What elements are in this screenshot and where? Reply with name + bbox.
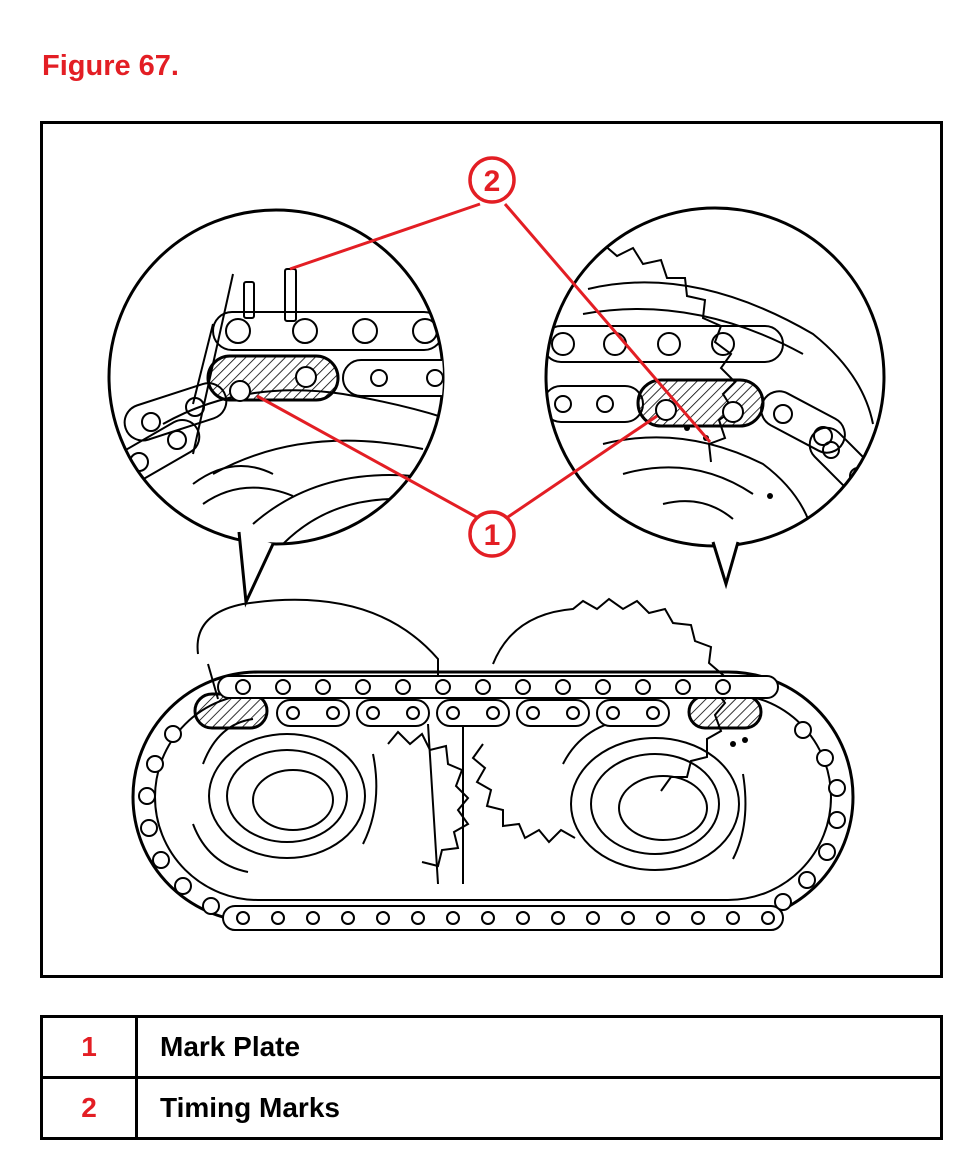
legend-label: Timing Marks	[135, 1076, 943, 1140]
chain-upper-row	[217, 675, 779, 699]
right-detail-circle	[544, 206, 886, 590]
timing-chain-diagram: 2 1	[107, 156, 886, 931]
figure-title: Figure 67.	[42, 50, 179, 82]
callout-number: 2	[484, 165, 501, 198]
legend-row: 1 Mark Plate	[40, 1015, 943, 1079]
callout-timing-marks: 2	[468, 156, 516, 204]
legend-row: 2 Timing Marks	[40, 1076, 943, 1140]
callout-mark-plate: 1	[468, 510, 516, 558]
chain-end-rollers	[138, 721, 846, 915]
callout-leaders	[256, 202, 712, 521]
chain-top-run	[193, 692, 763, 730]
diagram-frame: 2 1	[40, 121, 943, 978]
legend-table: 1 Mark Plate 2 Timing Marks	[40, 1015, 943, 1140]
timing-chain-assembly	[131, 597, 855, 924]
callout-number: 1	[484, 519, 501, 552]
legend-label: Mark Plate	[135, 1015, 943, 1079]
chain-bottom-run	[222, 905, 784, 931]
legend-number: 1	[40, 1015, 138, 1079]
legend-number: 2	[40, 1076, 138, 1140]
left-detail-circle	[107, 208, 445, 608]
